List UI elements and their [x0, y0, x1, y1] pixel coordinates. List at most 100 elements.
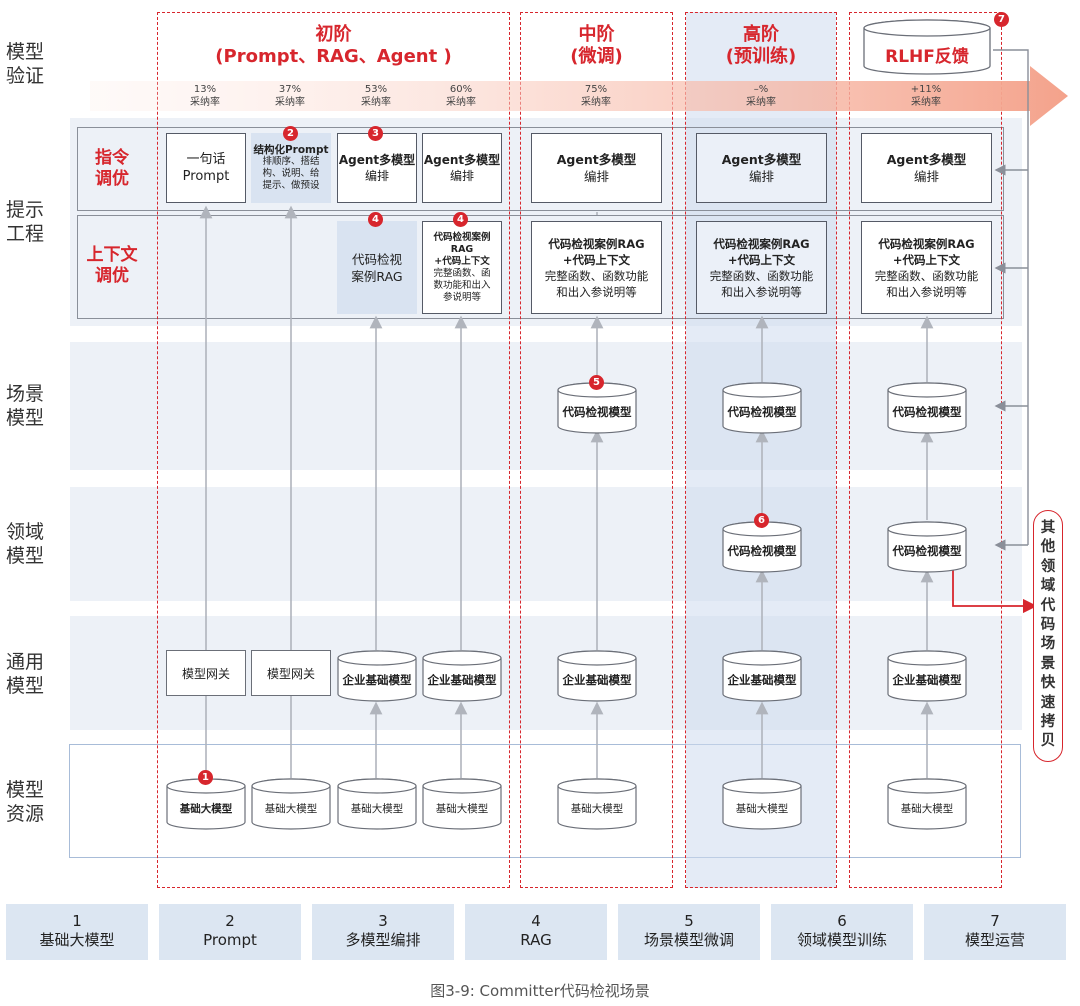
enterprise-model-cylinder-col4: 企业基础模型 — [422, 650, 502, 702]
step-name: 模型运营 — [964, 931, 1025, 949]
adoption-label: 采纳率 — [361, 97, 391, 108]
phase-basic-frame — [157, 12, 510, 888]
box-line: 代码检视案例RAG — [713, 236, 810, 251]
row-label-domain-model: 领域 模型 — [6, 521, 45, 567]
box-line: Prompt — [182, 169, 230, 184]
side-note-char: 快 — [1040, 675, 1056, 692]
box-line: 编排 — [748, 169, 774, 184]
box-line: 完整函数、函数功能 — [709, 268, 814, 283]
adoption-rate-1: 13% 采纳率 — [162, 83, 248, 109]
rlhf-feedback-label: RLHF反馈 — [885, 46, 969, 67]
box-line: 排顺序、搭结 — [262, 156, 320, 167]
step-badge-3: 3 — [368, 126, 383, 141]
phase-advanced-subtitle: (预训练) — [725, 46, 797, 67]
side-note-char: 速 — [1040, 694, 1056, 711]
box-line: 代码检视案例RAG — [548, 236, 645, 251]
cylinder-shape — [422, 650, 502, 702]
box-line: 构、说明、给 — [262, 168, 320, 179]
adoption-label: 采纳率 — [581, 97, 611, 108]
adoption-value: 13% — [193, 84, 217, 95]
adoption-value: 75% — [584, 84, 608, 95]
box-line: 编排 — [913, 169, 939, 184]
rlhf-feedback-cylinder: RLHF反馈 — [862, 18, 992, 76]
adoption-value: –% — [753, 84, 769, 95]
enterprise-model-cylinder-col7: 企业基础模型 — [887, 650, 967, 702]
cylinder-label: 代码检视模型 — [727, 405, 797, 419]
cylinder-label: 企业基础模型 — [727, 673, 797, 687]
row-label-general-model: 通用 模型 — [6, 651, 45, 697]
enterprise-model-cylinder-col5: 企业基础模型 — [557, 650, 637, 702]
base-model-cylinder-col7: 基础大模型 — [887, 778, 967, 830]
cylinder-shape — [722, 650, 802, 702]
adoption-rate-4: 60% 采纳率 — [418, 83, 504, 109]
side-note-char: 域 — [1040, 578, 1056, 595]
instruction-box-col3: Agent多模型 编排 — [337, 133, 417, 203]
base-model-cylinder-col5: 基础大模型 — [557, 778, 637, 830]
box-line: 代码检视案例RAG — [878, 236, 975, 251]
cylinder-shape — [722, 521, 802, 573]
side-note-char: 代 — [1040, 597, 1056, 614]
phase-mid-name: 中阶 — [578, 24, 615, 45]
box-title: 结构化Prompt — [253, 144, 329, 156]
context-box-col5: 代码检视案例RAG +代码上下文 完整函数、函数功能 和出入参说明等 — [531, 221, 662, 314]
scene-model-cylinder-col5: 代码检视模型 — [557, 382, 637, 434]
cylinder-shape — [887, 382, 967, 434]
phase-basic-title: 初阶 (Prompt、RAG、Agent ) — [157, 24, 510, 68]
adoption-rate-6: –%采纳率 — [718, 83, 804, 109]
adoption-rate-5: 75% 采纳率 — [553, 83, 639, 109]
cylinder-label: 基础大模型 — [179, 802, 233, 815]
box-line: +代码上下文 — [727, 252, 796, 267]
figure-caption: 图3-9: Committer代码检视场景 — [430, 982, 650, 1000]
phase-mid-subtitle: (微调) — [570, 46, 623, 67]
box-line: 代码检视案例 — [433, 231, 491, 243]
box-line: 和出入参说明等 — [556, 284, 637, 299]
scene-model-cylinder-col7: 代码检视模型 — [887, 382, 967, 434]
row-label-verify: 模型 验证 — [6, 41, 45, 87]
box-line: 案例RAG — [351, 268, 403, 284]
cylinder-label: 基础大模型 — [350, 802, 404, 815]
step-number: 4 — [531, 912, 541, 930]
box-line: RAG — [450, 243, 474, 255]
instruction-box-col7: Agent多模型 编排 — [861, 133, 992, 203]
step-name: 多模型编排 — [345, 931, 421, 949]
scene-model-cylinder-col6: 代码检视模型 — [722, 382, 802, 434]
box-line: 和出入参说明等 — [886, 284, 967, 299]
cylinder-shape — [251, 778, 331, 830]
box-line: Agent多模型 — [886, 152, 967, 167]
side-note-char: 景 — [1040, 655, 1056, 672]
box-line: Agent多模型 — [556, 152, 637, 167]
context-box-col7: 代码检视案例RAG +代码上下文 完整函数、函数功能 和出入参说明等 — [861, 221, 992, 314]
cylinder-label: 代码检视模型 — [562, 405, 632, 419]
cylinder-shape — [863, 19, 991, 75]
step-number: 3 — [378, 912, 388, 930]
step-number: 6 — [837, 912, 847, 930]
step-badge-4a: 4 — [368, 212, 383, 227]
gateway-label: 模型网关 — [181, 666, 230, 681]
row-label-prompt-engineering: 提示 工程 — [6, 199, 45, 245]
cylinder-shape — [557, 650, 637, 702]
box-line: 编排 — [583, 169, 609, 184]
step-badge-1: 1 — [198, 770, 213, 785]
box-line: +代码上下文 — [562, 252, 631, 267]
box-line: Agent多模型 — [423, 153, 501, 167]
box-line: 提示、做预设 — [262, 180, 320, 191]
adoption-rate-7: +11%采纳率 — [883, 83, 969, 109]
adoption-value: 60% — [449, 84, 473, 95]
step-number: 7 — [990, 912, 1000, 930]
cylinder-label: 企业基础模型 — [562, 673, 632, 687]
side-note-char: 码 — [1040, 617, 1056, 634]
cylinder-shape — [337, 778, 417, 830]
adoption-label: 采纳率 — [190, 97, 220, 108]
cylinder-label: 代码检视模型 — [892, 405, 962, 419]
sub-label-context-tuning: 上下文 调优 — [86, 245, 138, 286]
row-label-scene-model: 场景 模型 — [6, 383, 45, 429]
step-name: RAG — [520, 931, 552, 949]
phase-rlhf-frame — [849, 12, 1002, 888]
adoption-label: 采纳率 — [446, 97, 476, 108]
domain-model-cylinder-col6: 代码检视模型 — [722, 521, 802, 573]
scene-model-band — [70, 342, 1022, 470]
